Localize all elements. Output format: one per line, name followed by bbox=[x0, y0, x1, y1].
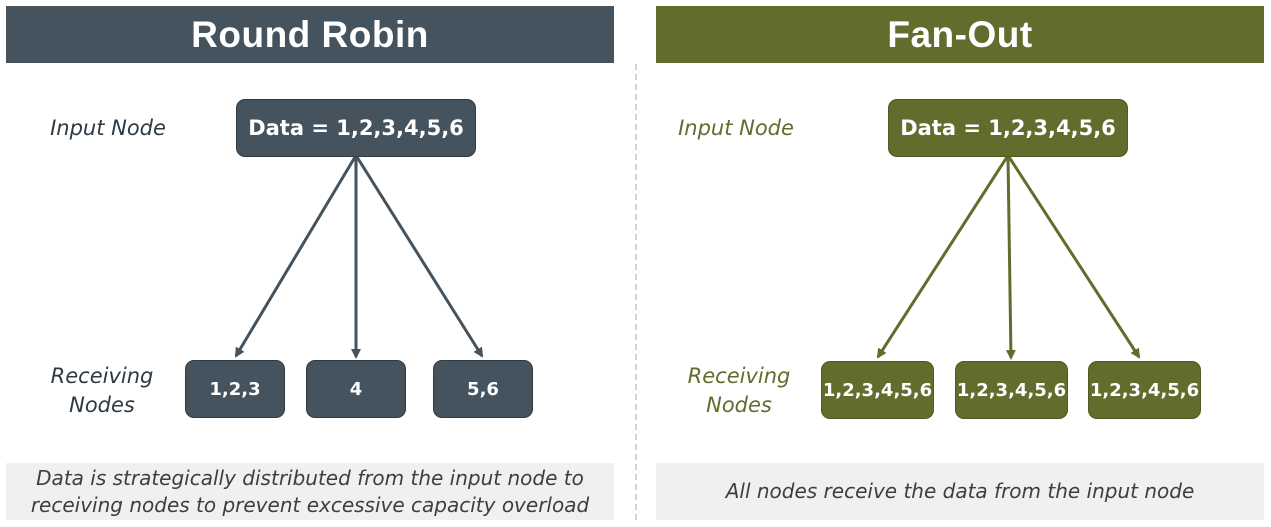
receiving-node-2: 1,2,3,4,5,6 bbox=[955, 361, 1068, 419]
fan-out-caption: All nodes receive the data from the inpu… bbox=[656, 463, 1264, 520]
receiving-node-1: 1,2,3,4,5,6 bbox=[821, 361, 934, 419]
receiving-nodes-label: Receiving Nodes bbox=[683, 362, 795, 420]
caption-line2: receiving nodes to prevent excessive cap… bbox=[30, 492, 590, 517]
round-robin-title: Round Robin bbox=[6, 6, 614, 63]
receiving-node-3: 5,6 bbox=[433, 360, 533, 418]
receiving-nodes-label: Receiving Nodes bbox=[46, 362, 158, 420]
round-robin-panel: Round Robin Input Node Data = 1,2,3,4,5,… bbox=[0, 0, 620, 527]
receiving-node-3: 1,2,3,4,5,6 bbox=[1088, 361, 1201, 419]
input-node: Data = 1,2,3,4,5,6 bbox=[888, 99, 1128, 157]
arrow-to-node-3 bbox=[355, 156, 484, 358]
fan-out-title: Fan-Out bbox=[656, 6, 1264, 63]
panel-divider bbox=[635, 64, 637, 520]
fan-out-arrows bbox=[876, 156, 1141, 360]
arrow-to-node-1 bbox=[234, 156, 357, 358]
input-node: Data = 1,2,3,4,5,6 bbox=[236, 99, 476, 157]
arrow-to-node-2 bbox=[1005, 156, 1016, 360]
receiving-label-line2: Nodes bbox=[69, 393, 135, 417]
receiving-label-line1: Receiving bbox=[50, 364, 154, 388]
input-node-label: Input Node bbox=[50, 116, 166, 140]
receiving-label-line1: Receiving bbox=[687, 364, 791, 388]
receiving-node-1: 1,2,3 bbox=[185, 360, 285, 418]
caption-line1: Data is strategically distributed from t… bbox=[36, 465, 584, 490]
round-robin-arrows bbox=[234, 156, 484, 359]
receiving-node-2: 4 bbox=[306, 360, 406, 418]
arrow-to-node-3 bbox=[1007, 156, 1141, 359]
arrow-to-node-1 bbox=[876, 156, 1009, 359]
fan-out-panel: Fan-Out Input Node Data = 1,2,3,4,5,6 Re… bbox=[650, 0, 1271, 527]
round-robin-caption: Data is strategically distributed from t… bbox=[6, 463, 614, 520]
receiving-label-line2: Nodes bbox=[706, 393, 772, 417]
input-node-label: Input Node bbox=[678, 116, 794, 140]
